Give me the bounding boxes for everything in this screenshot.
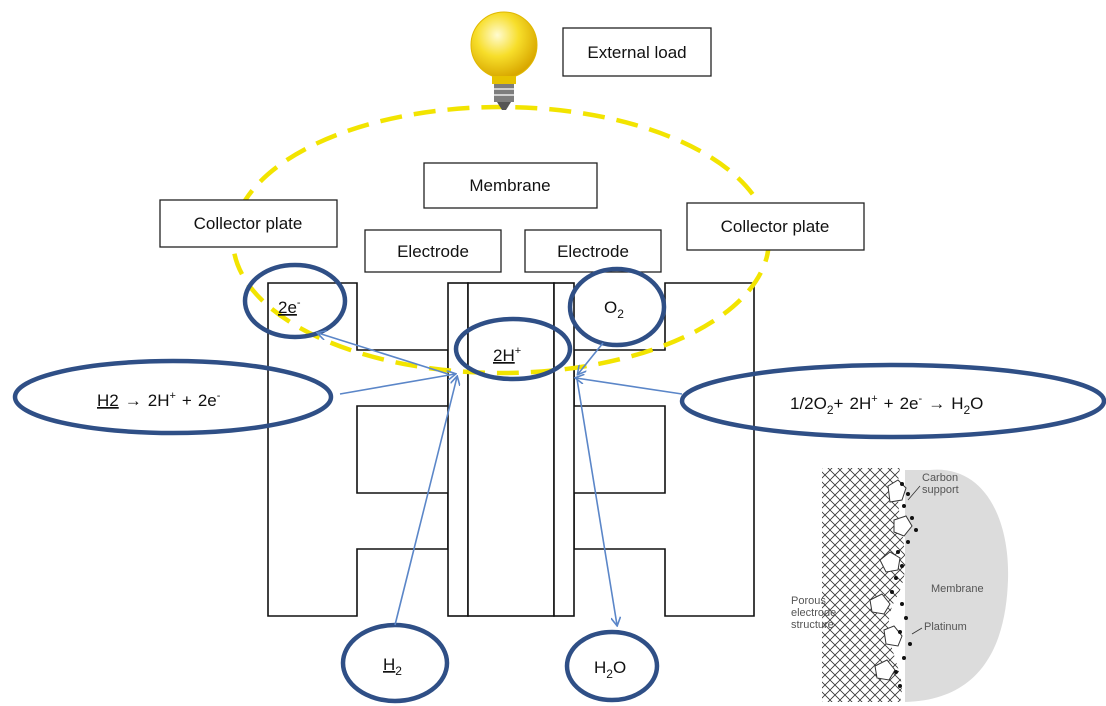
anode-reaction-bubble: H2→2H++2e- — [12, 358, 334, 436]
inset-membrane-region — [905, 469, 1009, 702]
svg-text:support: support — [922, 484, 959, 496]
collector-plate-right-label: Collector plate — [686, 202, 865, 251]
arrow-electrode-to-water — [576, 378, 617, 625]
inset-porous-hatch — [822, 468, 906, 702]
svg-text:Collector plate: Collector plate — [721, 217, 830, 236]
arrow-oxygen-to-electrode — [578, 342, 604, 374]
svg-text:electrode: electrode — [791, 607, 836, 619]
svg-text:Membrane: Membrane — [931, 583, 984, 595]
arrow-electrons-to-collector — [318, 333, 449, 375]
svg-text:O2: O2 — [604, 298, 624, 321]
svg-text:Carbon: Carbon — [922, 472, 958, 484]
external-load-label: External load — [562, 27, 712, 77]
water-bubble: H2O — [564, 629, 660, 703]
svg-text:H2O: H2O — [594, 658, 626, 681]
svg-text:structure: structure — [791, 619, 834, 631]
right-collector-plate — [573, 282, 755, 617]
svg-text:Porous: Porous — [791, 595, 826, 607]
fuel-cell-body — [267, 282, 755, 617]
membrane-label: Membrane — [423, 162, 598, 209]
svg-text:Membrane: Membrane — [469, 176, 550, 195]
cathode-reaction-bubble: 1/2O2+2H++2e-→H2O — [679, 362, 1106, 440]
svg-text:Platinum: Platinum — [924, 621, 967, 633]
inset-carbon-particles — [869, 479, 913, 681]
arrow-hydrogen-to-electrode — [394, 377, 457, 626]
arrow-cathode-reaction-to-electrode — [576, 378, 683, 395]
electrons-bubble: 2e- — [242, 262, 348, 340]
oxygen-bubble: O2 — [567, 266, 667, 348]
svg-text:Collector plate: Collector plate — [194, 214, 303, 233]
electrode-right-label: Electrode — [524, 229, 662, 273]
svg-text:H2→2H++2e-: H2→2H++2e- — [97, 390, 221, 410]
arrow-anode-reaction-to-electrode — [339, 374, 455, 395]
inset-platinum-dots — [890, 482, 918, 688]
flow-arrows — [318, 333, 683, 626]
svg-text:2H+: 2H+ — [493, 345, 521, 365]
svg-text:Electrode: Electrode — [397, 242, 469, 261]
membrane-layer — [467, 282, 555, 617]
svg-text:1/2O2+2H++2e-→H2O: 1/2O2+2H++2e-→H2O — [790, 393, 983, 417]
svg-text:External load: External load — [587, 43, 686, 62]
svg-text:Electrode: Electrode — [557, 242, 629, 261]
svg-text:2e-: 2e- — [278, 297, 301, 317]
left-collector-plate — [267, 282, 449, 617]
svg-text:H2: H2 — [383, 655, 402, 678]
electrode-structure-inset: Carbon support Membrane Porous electrode… — [791, 468, 1009, 702]
electrode-left-label: Electrode — [364, 229, 502, 273]
light-bulb-icon — [470, 11, 538, 110]
collector-plate-left-label: Collector plate — [159, 199, 338, 248]
hydrogen-bubble: H2 — [340, 622, 450, 704]
protons-bubble: 2H+ — [453, 316, 573, 382]
